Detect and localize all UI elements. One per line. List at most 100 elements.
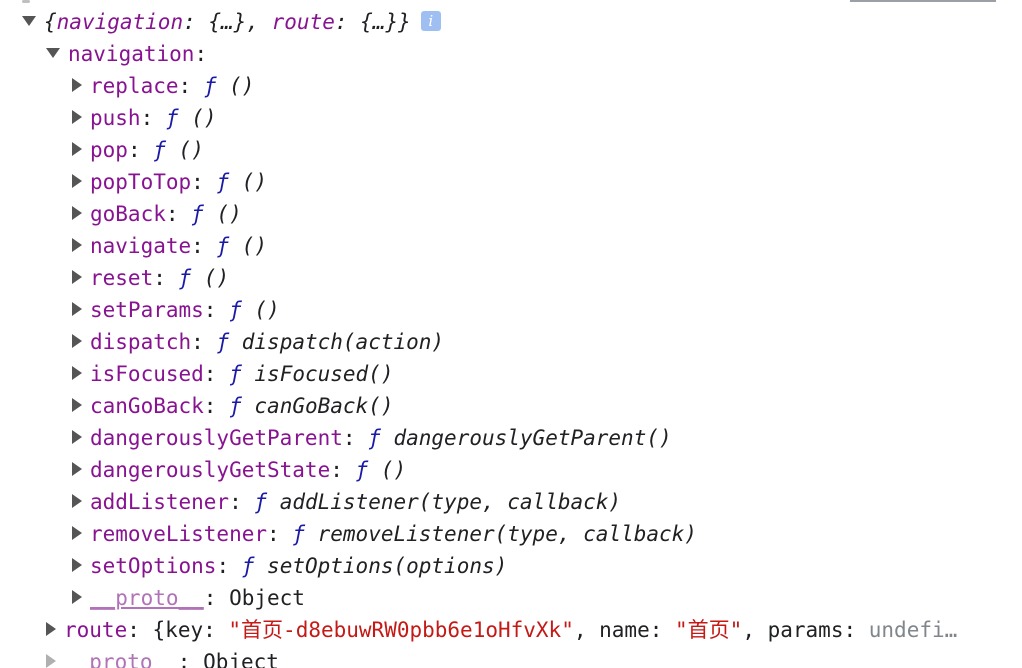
prop-key: setOptions bbox=[90, 554, 217, 578]
function-keyword: ƒ bbox=[191, 202, 204, 226]
function-keyword: ƒ bbox=[229, 298, 242, 322]
proto-value: Object bbox=[229, 586, 305, 610]
function-keyword: ƒ bbox=[368, 426, 381, 450]
navigation-prop-row[interactable]: dispatch: ƒ dispatch(action) bbox=[72, 326, 444, 358]
function-keyword: ƒ bbox=[178, 266, 192, 290]
function-signature: () bbox=[241, 234, 268, 258]
route-row[interactable]: route: {key: "首页-d8ebuwRW0pbb6e1oHfvXk",… bbox=[46, 614, 1006, 646]
expand-right-icon[interactable] bbox=[72, 590, 82, 604]
expand-right-icon[interactable] bbox=[72, 238, 82, 252]
navigation-prop-row[interactable]: dangerouslyGetParent: ƒ dangerouslyGetPa… bbox=[72, 422, 672, 454]
function-signature: () bbox=[380, 458, 407, 482]
prop-key: isFocused bbox=[90, 362, 204, 386]
root-object-row[interactable]: {navigation: {…}, route: {…}}i bbox=[22, 6, 441, 38]
expand-right-icon[interactable] bbox=[72, 526, 82, 540]
root-proto-row[interactable]: __proto__: Object bbox=[46, 646, 279, 668]
navigation-prop-row[interactable]: removeListener: ƒ removeListener(type, c… bbox=[72, 518, 697, 550]
expand-right-icon[interactable] bbox=[72, 174, 82, 188]
navigation-prop-row[interactable]: addListener: ƒ addListener(type, callbac… bbox=[72, 486, 621, 518]
summary-open: { bbox=[44, 10, 57, 34]
function-signature: dispatch(action) bbox=[241, 330, 445, 354]
prop-key: canGoBack bbox=[90, 394, 204, 418]
function-keyword: ƒ bbox=[241, 554, 255, 578]
route-name-value: "首页" bbox=[675, 618, 743, 642]
prop-key: replace bbox=[90, 74, 179, 98]
route-key-field: key bbox=[165, 618, 204, 642]
function-keyword: ƒ bbox=[153, 138, 166, 162]
expand-down-icon[interactable] bbox=[46, 48, 60, 58]
navigation-prop-row[interactable]: goBack: ƒ () bbox=[72, 198, 242, 230]
scroll-remnant bbox=[22, 0, 30, 3]
navigation-prop-row[interactable]: navigate: ƒ () bbox=[72, 230, 267, 262]
function-signature: () bbox=[241, 170, 268, 194]
navigation-prop-row[interactable]: dangerouslyGetState: ƒ () bbox=[72, 454, 406, 486]
expand-right-icon[interactable] bbox=[72, 462, 82, 476]
navigation-prop-row[interactable]: replace: ƒ () bbox=[72, 70, 254, 102]
route-params-field: params bbox=[767, 618, 844, 642]
navigation-row[interactable]: navigation: bbox=[46, 38, 207, 70]
function-signature: () bbox=[191, 106, 217, 130]
expand-right-icon[interactable] bbox=[72, 366, 82, 380]
expand-right-icon[interactable] bbox=[72, 302, 82, 316]
prop-key: dangerouslyGetParent bbox=[90, 426, 343, 450]
expand-down-icon[interactable] bbox=[22, 16, 36, 26]
navigation-prop-row[interactable]: isFocused: ƒ isFocused() bbox=[72, 358, 393, 390]
navigation-prop-row[interactable]: canGoBack: ƒ canGoBack() bbox=[72, 390, 393, 422]
function-keyword: ƒ bbox=[216, 234, 230, 258]
prop-key: goBack bbox=[90, 202, 166, 226]
function-signature: isFocused() bbox=[254, 362, 394, 386]
expand-right-icon[interactable] bbox=[72, 558, 82, 572]
summary-navigation-value: {…} bbox=[208, 10, 247, 34]
function-keyword: ƒ bbox=[254, 490, 268, 514]
function-keyword: ƒ bbox=[229, 362, 242, 386]
prop-key: navigate bbox=[90, 234, 192, 258]
function-keyword: ƒ bbox=[355, 458, 369, 482]
summary-separator: , bbox=[246, 10, 259, 34]
summary-route-value: {…} bbox=[360, 10, 399, 34]
navigation-prop-row[interactable]: pop: ƒ () bbox=[72, 134, 204, 166]
expand-right-icon[interactable] bbox=[72, 142, 82, 156]
navigation-prop-row[interactable]: reset: ƒ () bbox=[72, 262, 229, 294]
expand-right-icon[interactable] bbox=[72, 334, 82, 348]
summary-close: } bbox=[398, 10, 411, 34]
expand-right-icon[interactable] bbox=[46, 622, 56, 636]
expand-right-icon[interactable] bbox=[72, 430, 82, 444]
function-signature: canGoBack() bbox=[254, 394, 394, 418]
function-keyword: ƒ bbox=[203, 74, 217, 98]
navigation-prop-row[interactable]: popToTop: ƒ () bbox=[72, 166, 267, 198]
navigation-prop-row[interactable]: setOptions: ƒ setOptions(options) bbox=[72, 550, 507, 582]
expand-right-icon[interactable] bbox=[72, 494, 82, 508]
prop-key: push bbox=[90, 106, 141, 130]
expand-right-icon[interactable] bbox=[72, 78, 82, 92]
prop-key: pop bbox=[90, 138, 128, 162]
prop-key: dangerouslyGetState bbox=[90, 458, 331, 482]
navigation-prop-row[interactable]: setParams: ƒ () bbox=[72, 294, 280, 326]
route-key-value: "首页-d8ebuwRW0pbb6e1oHfvXk" bbox=[228, 618, 574, 642]
expand-right-icon[interactable] bbox=[46, 654, 56, 668]
summary-navigation-key: navigation bbox=[56, 10, 184, 34]
source-link-underline[interactable] bbox=[850, 0, 996, 2]
navigation-key: navigation bbox=[68, 42, 195, 66]
proto-key: __proto__ bbox=[90, 586, 204, 610]
function-keyword: ƒ bbox=[292, 522, 305, 546]
navigation-prop-row[interactable]: push: ƒ () bbox=[72, 102, 216, 134]
expand-right-icon[interactable] bbox=[72, 206, 82, 220]
function-signature: () bbox=[254, 298, 280, 322]
info-icon[interactable]: i bbox=[420, 11, 441, 31]
expand-right-icon[interactable] bbox=[72, 110, 82, 124]
route-open: { bbox=[152, 618, 166, 642]
prop-key: addListener bbox=[90, 490, 230, 514]
prop-key: dispatch bbox=[90, 330, 192, 354]
function-keyword: ƒ bbox=[229, 394, 242, 418]
function-signature: removeListener(type, callback) bbox=[317, 522, 697, 546]
route-params-value: undefi… bbox=[868, 618, 958, 642]
function-signature: () bbox=[178, 138, 204, 162]
expand-right-icon[interactable] bbox=[72, 270, 82, 284]
function-signature: setOptions(options) bbox=[267, 554, 508, 578]
navigation-proto-row[interactable]: __proto__: Object bbox=[72, 582, 305, 614]
function-signature: addListener(type, callback) bbox=[279, 490, 622, 514]
expand-right-icon[interactable] bbox=[72, 398, 82, 412]
root-proto-key: __proto__ bbox=[64, 650, 178, 668]
function-keyword: ƒ bbox=[216, 330, 230, 354]
